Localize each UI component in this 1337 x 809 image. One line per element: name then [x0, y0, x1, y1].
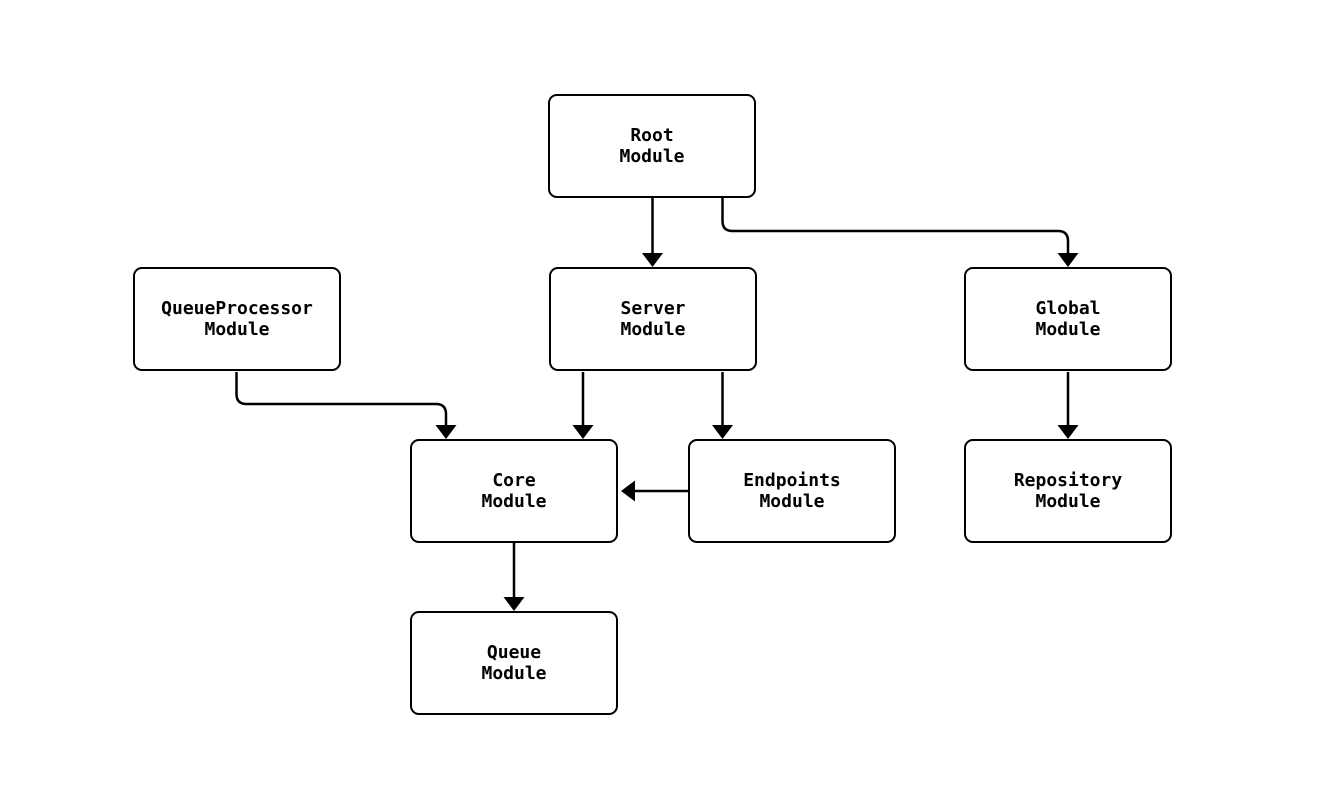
- node-queue-module: Queue Module: [410, 611, 618, 715]
- node-repository-module-label: Repository Module: [1013, 469, 1123, 513]
- node-endpoints-module-label: Endpoints Module: [743, 469, 841, 513]
- node-global-module: Global Module: [964, 267, 1172, 371]
- node-repository-module: Repository Module: [964, 439, 1172, 543]
- node-root-module-label: Root Module: [619, 124, 685, 168]
- node-queueprocessor-module-label: QueueProcessor Module: [161, 297, 313, 341]
- node-server-module-label: Server Module: [620, 297, 686, 341]
- node-endpoints-module: Endpoints Module: [688, 439, 896, 543]
- node-global-module-label: Global Module: [1035, 297, 1101, 341]
- edge-root-to-global: [721, 198, 1079, 267]
- node-server-module: Server Module: [549, 267, 757, 371]
- node-core-module: Core Module: [410, 439, 618, 543]
- node-queueprocessor-module: QueueProcessor Module: [133, 267, 341, 371]
- node-root-module: Root Module: [548, 94, 756, 198]
- node-queue-module-label: Queue Module: [481, 641, 547, 685]
- node-core-module-label: Core Module: [481, 469, 547, 513]
- edge-queueprocessor-to-core: [235, 372, 457, 439]
